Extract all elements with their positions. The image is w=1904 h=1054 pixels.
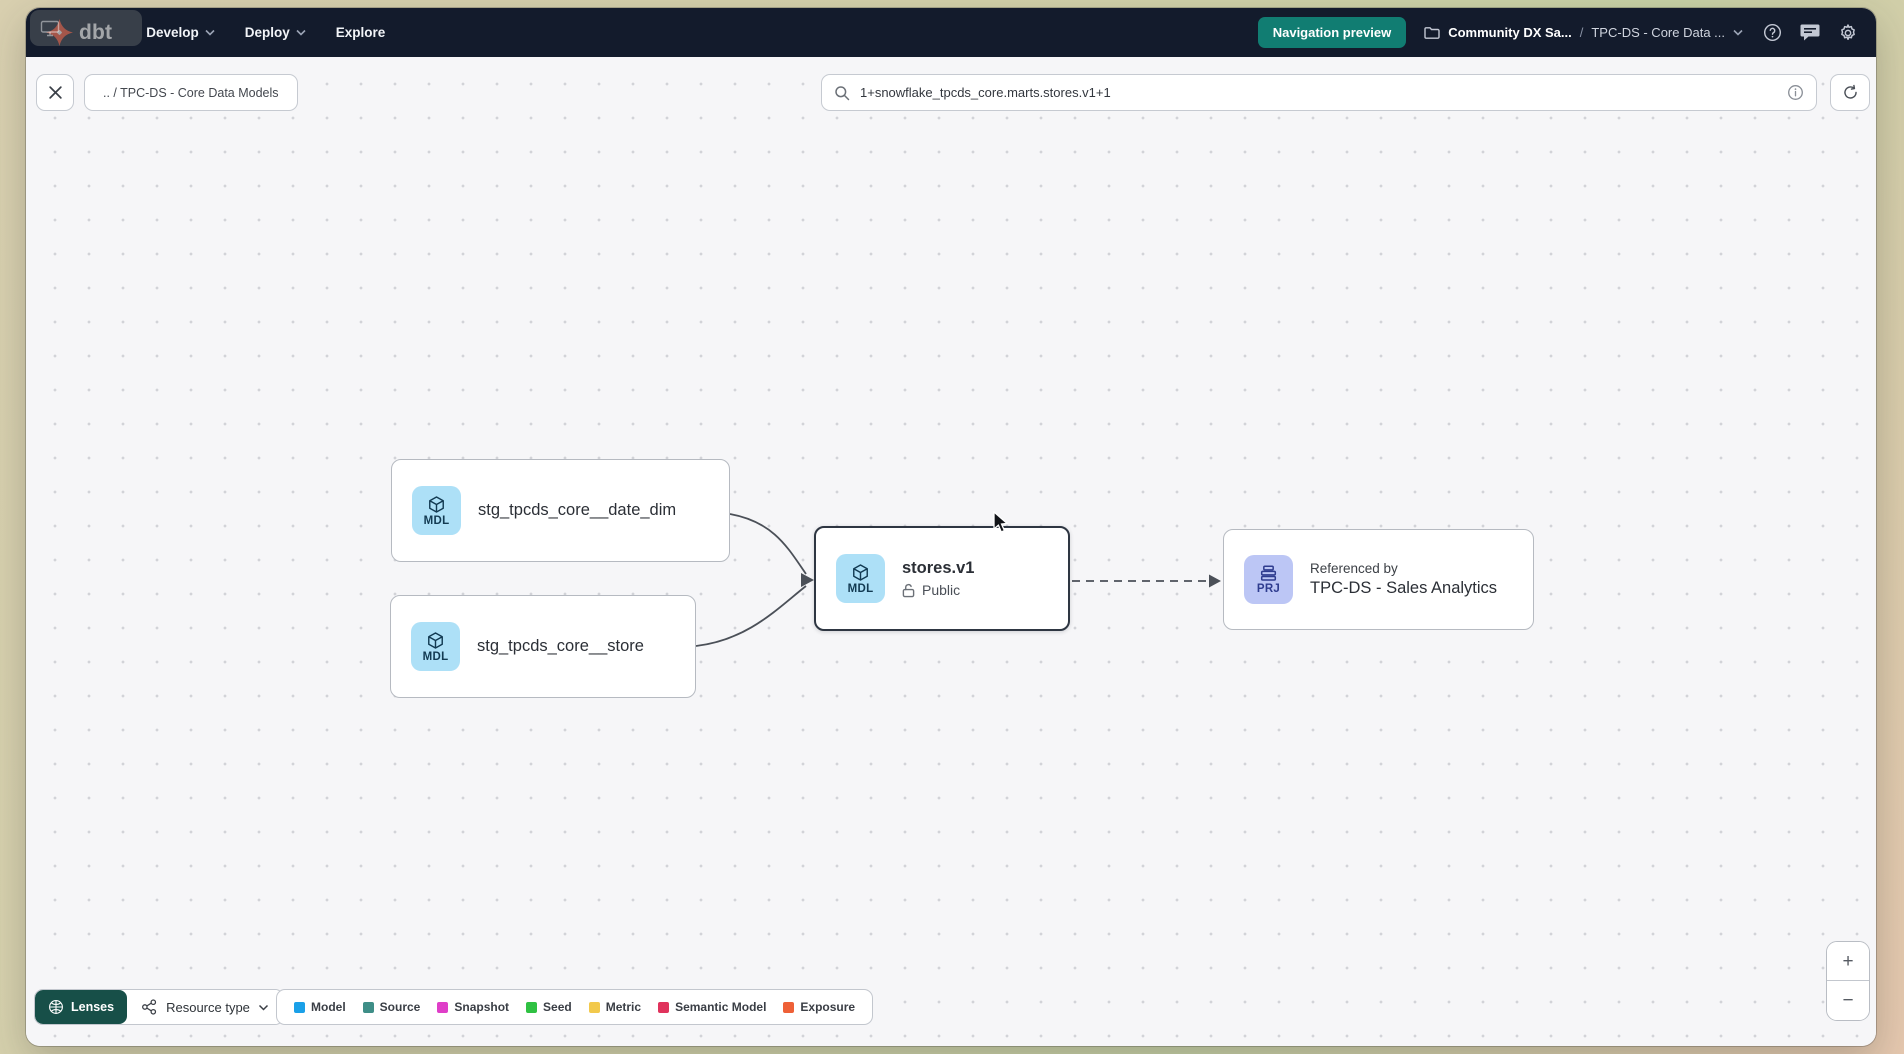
refresh-lineage-button[interactable] <box>1830 74 1870 111</box>
node-access-row: Public <box>902 582 974 598</box>
legend-item-exposure: Exposure <box>783 1000 855 1014</box>
menu-develop[interactable]: Develop <box>146 25 215 40</box>
screen-share-indicator <box>30 10 142 46</box>
chevron-down-icon <box>1733 29 1743 36</box>
chevron-down-icon <box>258 1004 268 1011</box>
node-title: TPC-DS - Sales Analytics <box>1310 579 1498 597</box>
selector-input[interactable] <box>860 85 1777 100</box>
stack-icon <box>1260 565 1277 581</box>
node-title: stores.v1 <box>902 559 975 577</box>
legend-item-model: Model <box>294 1000 346 1014</box>
help-button[interactable] <box>1761 21 1784 44</box>
navigation-preview-button[interactable]: Navigation preview <box>1257 17 1407 48</box>
chevron-down-icon <box>205 29 215 36</box>
legend-swatch <box>362 1001 374 1013</box>
node-stores-v1[interactable]: MDL stores.v1 Public <box>814 526 1070 631</box>
settings-button[interactable] <box>1836 21 1860 45</box>
top-navbar: dbt Develop Deploy Explore Navigation pr… <box>26 8 1876 57</box>
zoom-controls: + − <box>1826 941 1870 1021</box>
zoom-out-button[interactable]: − <box>1827 981 1869 1020</box>
gear-icon <box>1841 23 1855 40</box>
account-breadcrumb[interactable]: Community DX Sa... / TPC-DS - Core Data … <box>1424 25 1743 40</box>
legend-item-semantic-model: Semantic Model <box>658 1000 766 1014</box>
navbar-right: Navigation preview Community DX Sa... / … <box>1257 17 1860 48</box>
folder-icon <box>1424 26 1440 39</box>
model-badge: MDL <box>836 554 885 603</box>
badge-label: MDL <box>847 582 874 595</box>
monitor-icon <box>40 20 60 36</box>
node-referenced-by-sales-analytics[interactable]: PRJ Referenced by TPC-DS - Sales Analyti… <box>1223 529 1534 630</box>
node-stg-tpcds-core-store[interactable]: MDL stg_tpcds_core__store <box>390 595 696 698</box>
legend-item-snapshot: Snapshot <box>437 1000 509 1014</box>
account-name[interactable]: Community DX Sa... <box>1448 25 1572 40</box>
cube-icon <box>853 563 868 581</box>
node-stg-tpcds-core-date-dim[interactable]: MDL stg_tpcds_core__date_dim <box>391 459 730 562</box>
zoom-in-button[interactable]: + <box>1827 942 1869 981</box>
help-icon <box>1763 23 1782 42</box>
legend-swatch <box>294 1001 305 1013</box>
legend-swatch <box>783 1001 795 1013</box>
feedback-button[interactable] <box>1798 21 1822 44</box>
breadcrumb-separator: / <box>1579 25 1584 40</box>
legend-swatch <box>588 1001 600 1013</box>
lens-controls: Lenses Resource type <box>34 989 284 1025</box>
lenses-button[interactable]: Lenses <box>35 990 128 1024</box>
lineage-search-bar <box>821 74 1817 111</box>
network-icon <box>142 999 157 1015</box>
main-menu: Develop Deploy Explore <box>146 25 385 40</box>
legend-swatch <box>526 1001 538 1013</box>
badge-label: MDL <box>422 650 449 663</box>
node-title: stg_tpcds_core__store <box>477 637 644 655</box>
cube-icon <box>429 495 444 513</box>
lens-icon <box>49 1000 63 1014</box>
refresh-icon <box>1843 84 1857 99</box>
menu-deploy[interactable]: Deploy <box>245 25 306 40</box>
badge-label: MDL <box>423 514 450 527</box>
legend-swatch <box>437 1001 449 1013</box>
search-icon <box>835 85 850 100</box>
model-badge: MDL <box>411 622 460 671</box>
navbar-icons <box>1761 21 1860 45</box>
resource-type-dropdown[interactable]: Resource type <box>127 990 283 1024</box>
legend-item-seed: Seed <box>526 1000 572 1014</box>
close-lineage-button[interactable] <box>36 74 74 111</box>
unlock-icon <box>902 583 915 597</box>
feedback-icon <box>1800 24 1820 41</box>
node-title: stg_tpcds_core__date_dim <box>478 501 677 519</box>
info-icon[interactable] <box>1787 84 1804 101</box>
resource-legend: Model Source Snapshot Seed Metric Semant… <box>276 989 874 1025</box>
menu-explore[interactable]: Explore <box>335 25 386 40</box>
referenced-by-label: Referenced by <box>1310 561 1398 576</box>
lineage-breadcrumb[interactable]: .. / TPC-DS - Core Data Models <box>84 74 298 111</box>
chevron-down-icon <box>296 29 306 36</box>
badge-label: PRJ <box>1256 582 1281 595</box>
legend-item-source: Source <box>362 1000 420 1014</box>
app-window: dbt Develop Deploy Explore Navigation pr… <box>26 8 1876 1046</box>
project-name[interactable]: TPC-DS - Core Data ... <box>1591 25 1725 40</box>
close-icon <box>48 86 62 99</box>
cube-icon <box>428 631 443 649</box>
model-badge: MDL <box>412 486 461 535</box>
project-badge: PRJ <box>1244 555 1293 604</box>
legend-item-metric: Metric <box>588 1000 641 1014</box>
access-label: Public <box>922 582 961 598</box>
legend-swatch <box>658 1001 670 1013</box>
